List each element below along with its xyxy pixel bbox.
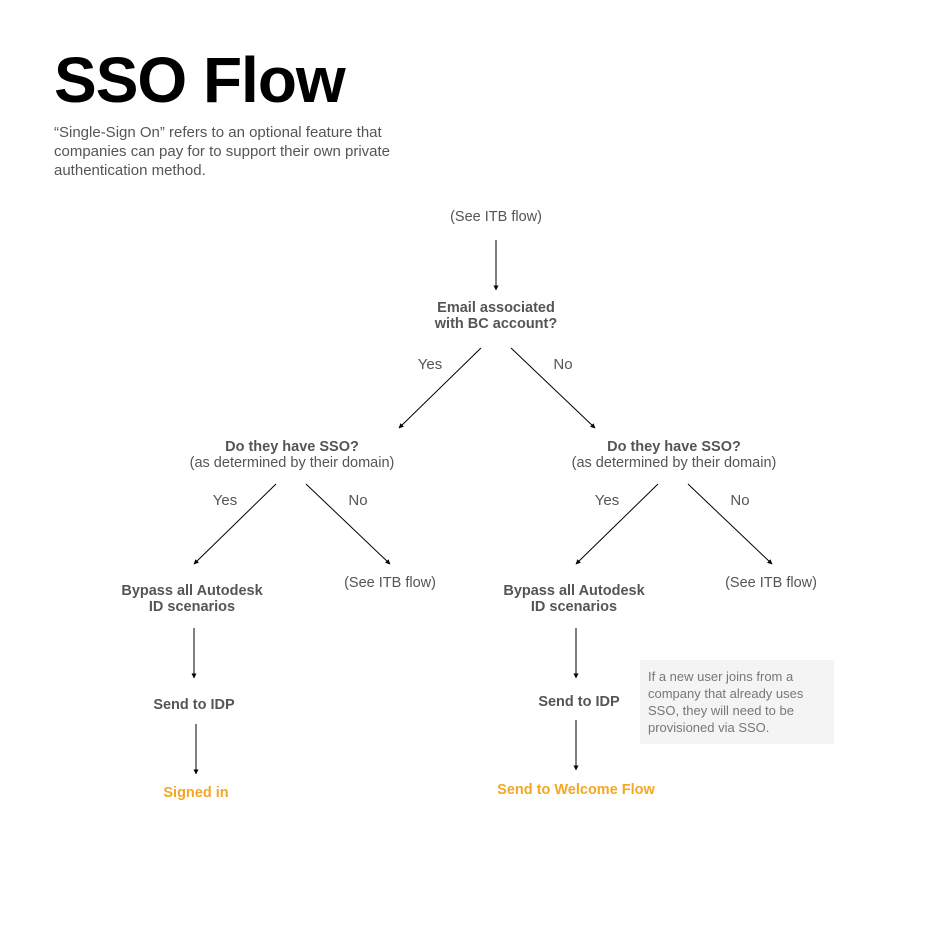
arrow-left-sso-yes xyxy=(193,483,277,565)
left-bypass-line2: ID scenarios xyxy=(148,599,236,615)
right-sso-question-line1: Do they have SSO? xyxy=(607,439,741,455)
right-sso-no-label: No xyxy=(730,492,750,509)
left-sso-no-label: No xyxy=(348,492,368,509)
right-sso-yes-label: Yes xyxy=(594,492,620,509)
page-title: SSO Flow xyxy=(54,44,346,116)
left-bypass-line1: Bypass all Autodesk xyxy=(121,583,263,599)
right-idp-node: Send to IDP xyxy=(538,694,620,710)
arrow-right-sso-yes xyxy=(575,483,659,565)
right-bypass-node: Bypass all Autodesk ID scenarios xyxy=(503,583,644,615)
left-idp-node: Send to IDP xyxy=(153,697,235,713)
arrow-left-sso-no xyxy=(305,483,391,565)
right-itb-node: (See ITB flow) xyxy=(725,575,817,591)
left-itb-node: (See ITB flow) xyxy=(344,575,436,591)
right-sso-question-node: Do they have SSO? (as determined by thei… xyxy=(572,439,777,471)
arrow-right-sso-no xyxy=(687,483,773,565)
page-description: “Single-Sign On” refers to an optional f… xyxy=(54,124,391,179)
arrow-email-yes xyxy=(398,347,482,429)
left-end-node: Signed in xyxy=(163,785,229,801)
email-yes-label: Yes xyxy=(417,356,443,373)
email-question-line1: Email associated xyxy=(437,300,555,316)
right-sso-question-line2: (as determined by their domain) xyxy=(571,455,777,471)
left-sso-question-line1: Do they have SSO? xyxy=(225,439,359,455)
email-question-line2: with BC account? xyxy=(434,316,558,332)
left-sso-question-line2: (as determined by their domain) xyxy=(189,455,395,471)
arrow-email-no xyxy=(510,347,596,429)
right-bypass-line1: Bypass all Autodesk xyxy=(503,583,645,599)
sso-provisioning-note: If a new user joins from a company that … xyxy=(640,660,834,744)
right-bypass-line2: ID scenarios xyxy=(530,599,618,615)
right-end-node: Send to Welcome Flow xyxy=(497,782,655,798)
left-bypass-node: Bypass all Autodesk ID scenarios xyxy=(121,583,262,615)
left-sso-yes-label: Yes xyxy=(212,492,238,509)
email-no-label: No xyxy=(553,356,573,373)
email-question-node: Email associated with BC account? xyxy=(435,300,557,332)
left-sso-question-node: Do they have SSO? (as determined by thei… xyxy=(190,439,395,471)
start-node: (See ITB flow) xyxy=(450,209,542,225)
